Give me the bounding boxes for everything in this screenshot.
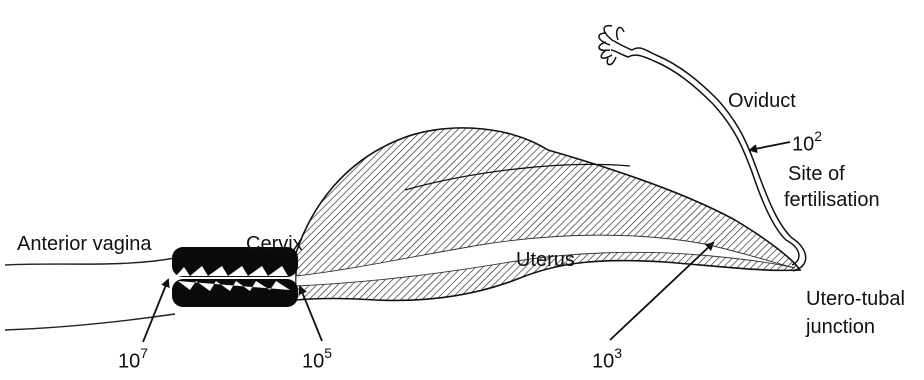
count-vagina-exp: 7 bbox=[140, 345, 148, 361]
label-uterus: Uterus bbox=[516, 249, 575, 272]
label-site-line2: fertilisation bbox=[784, 189, 880, 212]
vagina-upper-wall bbox=[5, 258, 175, 265]
count-uterus-base: 10 bbox=[592, 351, 614, 373]
arrow-vagina bbox=[143, 280, 168, 342]
label-utj-line1: Utero-tubal bbox=[806, 288, 905, 311]
count-vagina: 107 bbox=[118, 348, 148, 372]
label-site-line1: Site of bbox=[788, 163, 845, 186]
count-cervix-exp: 5 bbox=[324, 345, 332, 361]
label-utj-line2: junction bbox=[806, 316, 875, 339]
count-cervix: 105 bbox=[302, 348, 332, 372]
count-cervix-base: 10 bbox=[302, 351, 324, 373]
arrow-oviduct bbox=[750, 142, 790, 150]
count-oviduct: 102 bbox=[792, 131, 822, 155]
label-anterior-vagina: Anterior vagina bbox=[17, 233, 152, 256]
count-vagina-base: 10 bbox=[118, 351, 140, 373]
count-oviduct-base: 10 bbox=[792, 134, 814, 156]
label-cervix: Cervix bbox=[246, 233, 303, 256]
label-oviduct: Oviduct bbox=[728, 90, 796, 113]
count-uterus: 103 bbox=[592, 348, 622, 372]
count-uterus-exp: 3 bbox=[614, 345, 622, 361]
count-oviduct-exp: 2 bbox=[814, 128, 822, 144]
